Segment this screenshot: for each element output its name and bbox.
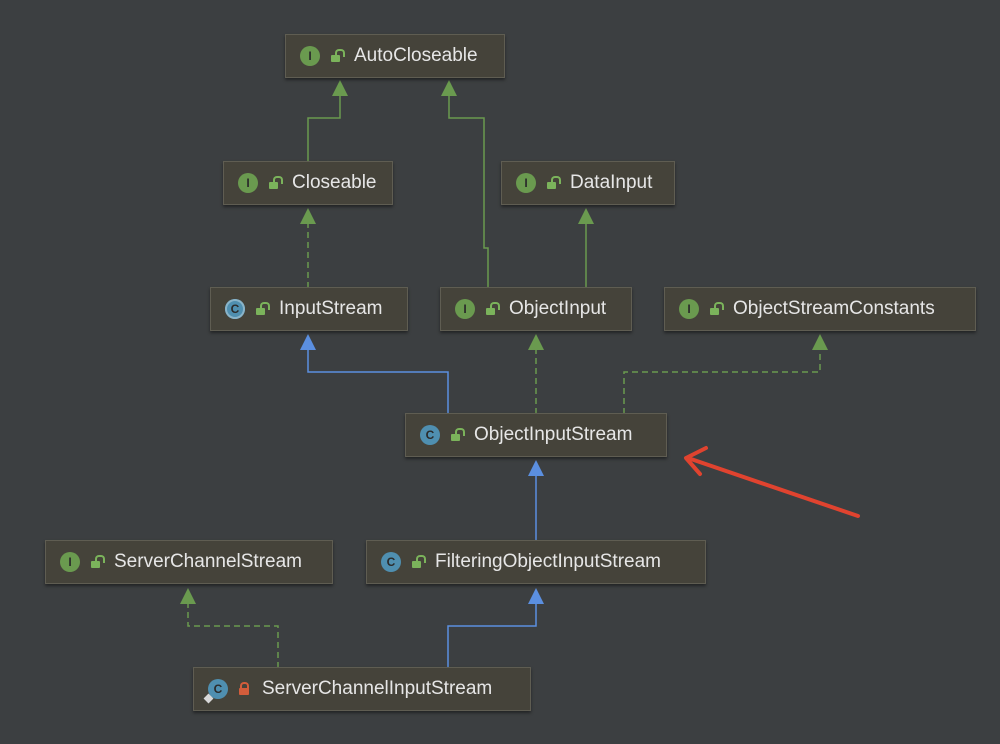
class-icon: C [420,425,440,445]
arrowhead-objectstreamconstants [812,334,828,350]
node-serverchannelstream[interactable]: I ServerChannelStream [45,540,333,584]
arrowhead-datainput [578,208,594,224]
node-label: DataInput [570,172,653,193]
arrowhead-inputstream [300,334,316,350]
node-datainput[interactable]: I DataInput [501,161,675,205]
node-label: FilteringObjectInputStream [435,551,661,572]
node-label: ObjectInputStream [474,424,633,445]
edge-closeable-autocloseable [307,96,341,162]
public-lock-icon [411,555,426,568]
public-lock-icon [450,428,465,441]
node-serverchannelinputstream[interactable]: C ServerChannelInputStream [193,667,531,711]
interface-icon: I [300,46,320,66]
edge-serverchannelinputstream-filtering [447,604,537,668]
node-filteringobjectinputstream[interactable]: C FilteringObjectInputStream [366,540,706,584]
arrowhead-objectinput [528,334,544,350]
node-inputstream[interactable]: C InputStream [210,287,408,331]
node-autocloseable[interactable]: I AutoCloseable [285,34,505,78]
node-label: Closeable [292,172,377,193]
arrowhead-objectinputstream [528,460,544,476]
node-objectinputstream[interactable]: C ObjectInputStream [405,413,667,457]
interface-icon: I [60,552,80,572]
node-objectinput[interactable]: I ObjectInput [440,287,632,331]
node-label: ServerChannelInputStream [262,678,493,699]
public-lock-icon [255,302,270,315]
node-closeable[interactable]: I Closeable [223,161,393,205]
arrowhead-autocloseable-right [441,80,457,96]
abstract-class-icon: C [225,299,245,319]
public-lock-icon [268,176,283,189]
public-lock-icon [90,555,105,568]
public-lock-icon [330,49,345,62]
public-lock-icon [709,302,724,315]
annotation-arrow [684,446,860,518]
edge-objectinputstream-objectstreamconstants [623,350,821,414]
private-lock-icon [238,682,250,695]
node-label: InputStream [279,298,383,319]
arrowhead-closeable [300,208,316,224]
arrowhead-filtering [528,588,544,604]
node-label: ServerChannelStream [114,551,302,572]
public-lock-icon [485,302,500,315]
arrowhead-serverchannelstream [180,588,196,604]
node-label: ObjectInput [509,298,607,319]
class-icon: C [381,552,401,572]
interface-icon: I [238,173,258,193]
node-label: AutoCloseable [354,45,478,66]
arrowhead-autocloseable-left [332,80,348,96]
edge-objectinputstream-inputstream [307,350,449,414]
edge-objectinput-autocloseable [448,96,489,288]
public-lock-icon [546,176,561,189]
edge-serverchannelinputstream-serverchannelstream [187,604,279,668]
interface-icon: I [516,173,536,193]
node-objectstreamconstants[interactable]: I ObjectStreamConstants [664,287,976,331]
local-class-icon: C [208,679,228,699]
interface-icon: I [679,299,699,319]
node-label: ObjectStreamConstants [733,298,935,319]
interface-icon: I [455,299,475,319]
